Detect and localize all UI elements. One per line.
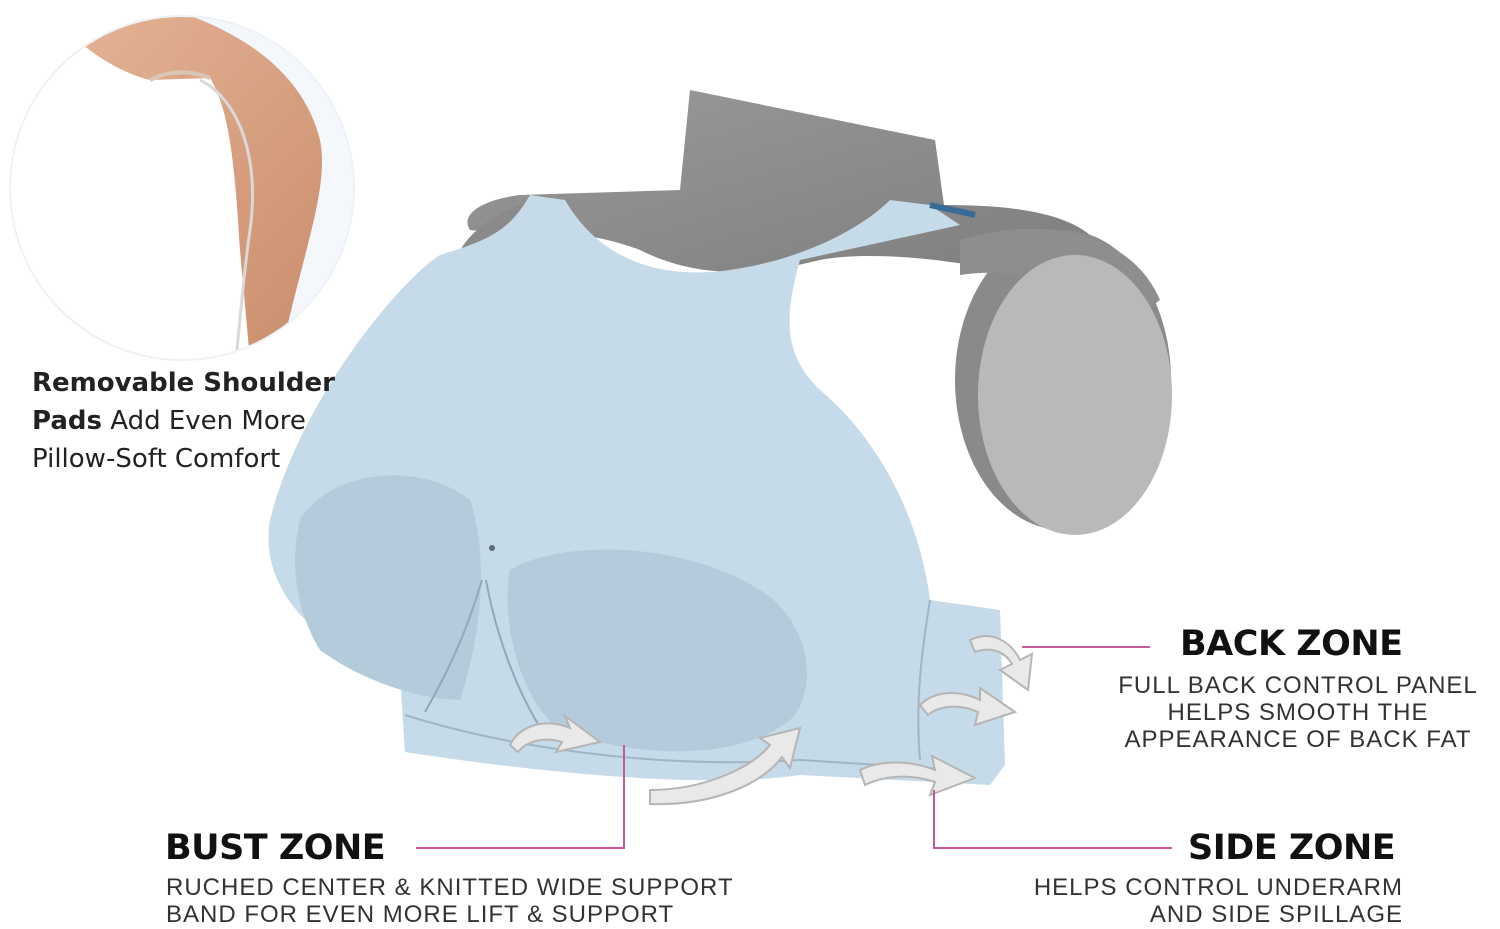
support-arrows [508, 635, 1034, 806]
side-zone-line: AND SIDE SPILLAGE [1149, 901, 1403, 928]
side-zone-line: HELPS CONTROL UNDERARM [1033, 874, 1403, 901]
back-zone-line: FULL BACK CONTROL PANEL [1118, 672, 1478, 699]
bust-zone-line: BAND FOR EVEN MORE LIFT & SUPPORT [166, 901, 675, 928]
side-zone-description: HELPS CONTROL UNDERARM AND SIDE SPILLAGE [1000, 874, 1403, 928]
shoulder-callout-line-3: Pillow-Soft Comfort [32, 444, 281, 474]
shoulder-callout-rest-2: Add Even More [110, 406, 306, 436]
shoulder-callout-bold-1: Removable Shoulder [32, 368, 335, 398]
shoulder-pads-callout: Removable Shoulder Pads Add Even More Pi… [32, 364, 392, 478]
back-zone-title: BACK ZONE [1180, 624, 1403, 664]
bust-zone-title: BUST ZONE [165, 828, 386, 868]
bust-zone-description: RUCHED CENTER & KNITTED WIDE SUPPORT BAN… [166, 874, 734, 928]
back-zone-line: HELPS SMOOTH THE [1167, 699, 1429, 726]
shoulder-photo [10, 16, 354, 360]
side-zone-title: SIDE ZONE [1188, 828, 1396, 868]
bust-zone-line: RUCHED CENTER & KNITTED WIDE SUPPORT [166, 874, 734, 901]
bra-illustration [268, 195, 1005, 785]
back-zone-description: FULL BACK CONTROL PANEL HELPS SMOOTH THE… [1098, 672, 1498, 753]
back-zone-line: APPEARANCE OF BACK FAT [1124, 726, 1472, 753]
shoulder-callout-bold-2: Pads [32, 406, 102, 436]
leader-lines [416, 646, 1172, 849]
